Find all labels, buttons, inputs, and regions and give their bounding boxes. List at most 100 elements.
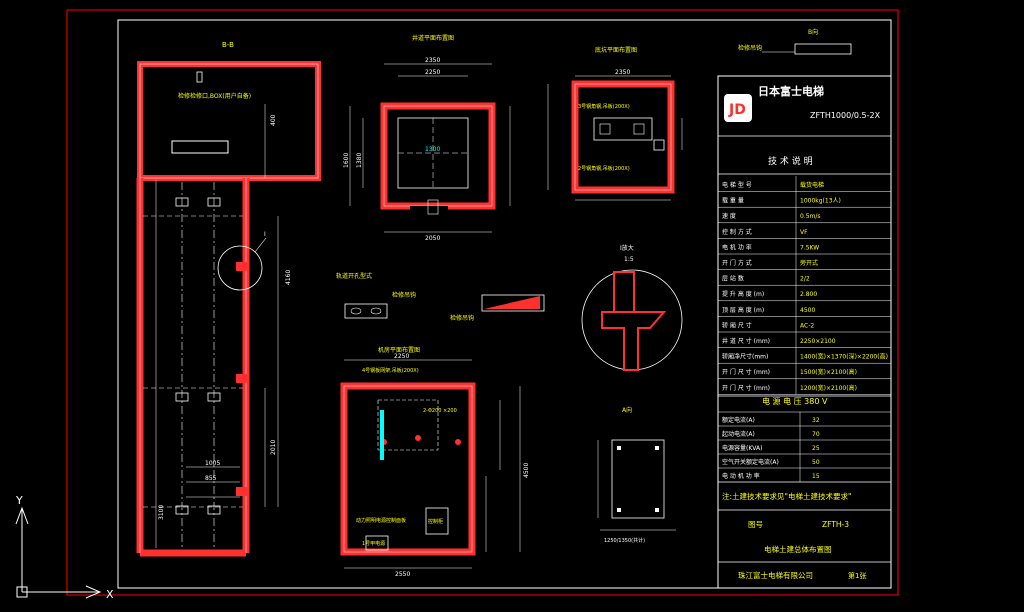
power-key: 额定电流(A) xyxy=(722,416,755,424)
spec-row: 井 道 尺 寸 (mm) 2250×2100 xyxy=(718,337,891,348)
spec-key: 速 度 xyxy=(722,212,736,220)
spec-row: 电 机 功 率 7.5KW xyxy=(718,243,891,255)
spec-value: 1500(宽)×2100(高) xyxy=(800,368,857,376)
rail-bracket-title: 轨道开孔型式 xyxy=(336,272,372,280)
spec-key: 载 重 量 xyxy=(722,197,744,205)
spec-row: 顶 层 高 度 (m) 4500 xyxy=(718,306,891,317)
dim-pit-top: 2350 xyxy=(615,69,630,76)
rail-bracket: 轨道开孔型式 检修吊钩 检修吊钩 xyxy=(336,272,545,322)
spec-title: 技 术 说 明 xyxy=(768,155,813,167)
mr-note-2: 2-Φ200 ×200 xyxy=(423,408,457,414)
power-table: 额定电流(A)32起动电流(A)70电源容量(KVA)25空气开关额定电流(A)… xyxy=(718,411,891,482)
mr-note-3: 动力照明电源控制面板 xyxy=(356,517,406,524)
drawing-no-label: 图号 xyxy=(748,520,763,529)
spec-value: VF xyxy=(800,229,808,236)
spec-row: 速 度 0.5m/s xyxy=(718,212,891,224)
spec-key: 井 道 尺 寸 (mm) xyxy=(722,337,770,345)
spec-value: 2/2 xyxy=(800,276,810,283)
spec-key: 控 制 方 式 xyxy=(722,228,752,236)
spec-value: 载货电梯 xyxy=(800,181,824,189)
power-row: 空气开关额定电流(A) 50 xyxy=(718,453,891,466)
ucs-x-label: X xyxy=(106,588,114,601)
power-value: 15 xyxy=(812,473,820,480)
mr-note-4: 控制柜 xyxy=(428,518,443,525)
spec-value: 2.800 xyxy=(800,291,817,298)
machine-room-title: 机房平面布置图 xyxy=(378,346,420,354)
dim-sec-e: 400 xyxy=(270,114,277,126)
power-value: 32 xyxy=(812,417,820,424)
dim-mr-right: 4500 xyxy=(523,463,530,478)
pit-note-2: 2号钢角钢,吊板(200X) xyxy=(578,165,630,172)
power-value: 25 xyxy=(812,445,820,452)
power-key: 起动电流(A) xyxy=(722,430,755,438)
power-key: 电 动 机 功 率 xyxy=(722,472,760,480)
spec-key: 开 门 尺 寸 (mm) xyxy=(722,368,770,376)
rail-hook-label-2: 检修吊钩 xyxy=(450,314,474,322)
spec-value: 旁开式 xyxy=(800,259,818,267)
spec-row: 电 梯 型 号载货电梯 xyxy=(718,181,891,192)
pit-a-label: A向 xyxy=(622,406,632,414)
spec-value: 4500 xyxy=(800,307,815,314)
rail-hook-label: 检修吊钩 xyxy=(392,291,416,299)
spec-value: 7.5KW xyxy=(800,244,819,251)
dim-hw-top: 2350 xyxy=(425,57,440,64)
dim-pit-bottom: 1250/1350(共计) xyxy=(604,537,645,544)
spec-value: 1200(宽)×2100(高) xyxy=(800,384,857,392)
section-label: B-B xyxy=(222,41,234,49)
hoistway-plan-title: 井道平面布置图 xyxy=(412,34,454,42)
spec-row: 开 门 尺 寸 (mm) 1500(宽)×2100(高) xyxy=(718,368,891,380)
power-value: 50 xyxy=(812,459,820,466)
spec-row: 开 门 尺 寸 (mm) 1200(宽)×2100(高) xyxy=(718,384,891,395)
model: ZFTH1000/0.5-2X xyxy=(810,111,881,120)
power-value: 70 xyxy=(812,431,820,438)
detail-view: I放大 1:5 xyxy=(581,244,683,371)
spec-value: 0.5m/s xyxy=(800,213,821,220)
pit-plan: 底坑平面布置图 3号钢角钢,吊板(200X) 2号钢角钢,吊板(200X) 23… xyxy=(547,46,683,201)
dim-hw-side2: 1380 xyxy=(356,153,363,168)
spec-key: 层 站 数 xyxy=(722,275,744,283)
spec-value: 1400(宽)×1370(深)×2200(高) xyxy=(800,353,888,361)
spec-row: 控 制 方 式 VF xyxy=(718,228,891,239)
hook-label: 检修吊钩 xyxy=(738,44,762,52)
dim-hw-bottom: 2050 xyxy=(425,235,440,242)
dim-hw-side: 1600 xyxy=(343,153,350,168)
dim-sec-d: 855 xyxy=(205,475,217,482)
power-title: 电 源 电 压 380 V xyxy=(762,396,828,406)
dim-car: 1300 xyxy=(425,146,440,153)
dim-mr-top: 2250 xyxy=(394,353,409,360)
sheet: 第1张 xyxy=(848,571,866,580)
power-row: 电源容量(KVA)25 xyxy=(718,439,891,452)
title-block: JD 日本富士电梯 ZFTH1000/0.5-2X 技 术 说 明 电 梯 型 … xyxy=(717,75,892,589)
hoistway-plan: 井道平面布置图 2350 2250 2050 1600 1380 1300 xyxy=(343,34,511,242)
spec-key: 轿 厢 尺 寸 xyxy=(722,321,752,329)
maker: 珠江富士电梯有限公司 xyxy=(738,570,813,580)
ucs-icon xyxy=(15,506,102,599)
detail-label: I放大 xyxy=(620,244,634,252)
inner-frame xyxy=(117,19,892,589)
drawing-no: ZFTH-3 xyxy=(822,520,849,529)
power-row: 额定电流(A) 32 xyxy=(718,411,891,424)
dim-hw-top2: 2250 xyxy=(425,69,440,76)
b-view: B向 检修吊钩 xyxy=(738,28,852,55)
mr-note-5: 1号甲电源 xyxy=(362,540,385,547)
section-note: 检修检修口,BOX(用户自备) xyxy=(178,92,251,100)
pit-note-1: 3号钢角钢,吊板(200X) xyxy=(578,103,630,110)
drawing-title: 电梯土建总体布置图 xyxy=(764,544,832,554)
power-row: 电 动 机 功 率 15 xyxy=(718,467,891,480)
b-view-label: B向 xyxy=(808,28,818,36)
spec-row: 提 升 高 度 (m)2.800 xyxy=(718,290,891,302)
spec-value: AC-2 xyxy=(800,322,814,329)
spec-key: 顶 层 高 度 (m) xyxy=(722,306,764,314)
power-key: 空气开关额定电流(A) xyxy=(722,458,779,466)
svg-text:I: I xyxy=(264,231,266,238)
dim-sec-c: 1005 xyxy=(205,460,220,467)
machine-room-plan: 机房平面布置图 4号钢板网架,吊板(200X) 2-Φ200 ×200 动力照明… xyxy=(340,346,530,578)
spec-key: 开 门 尺 寸 (mm) xyxy=(722,384,770,392)
spec-value: 2250×2100 xyxy=(800,338,836,345)
spec-row: 轿厢净尺寸(mm)1400(宽)×1370(深)×2200(高) xyxy=(718,353,891,364)
company-logo: JD xyxy=(728,102,746,118)
spec-key: 电 机 功 率 xyxy=(722,243,752,251)
dim-sec-a: 2010 xyxy=(270,440,277,455)
